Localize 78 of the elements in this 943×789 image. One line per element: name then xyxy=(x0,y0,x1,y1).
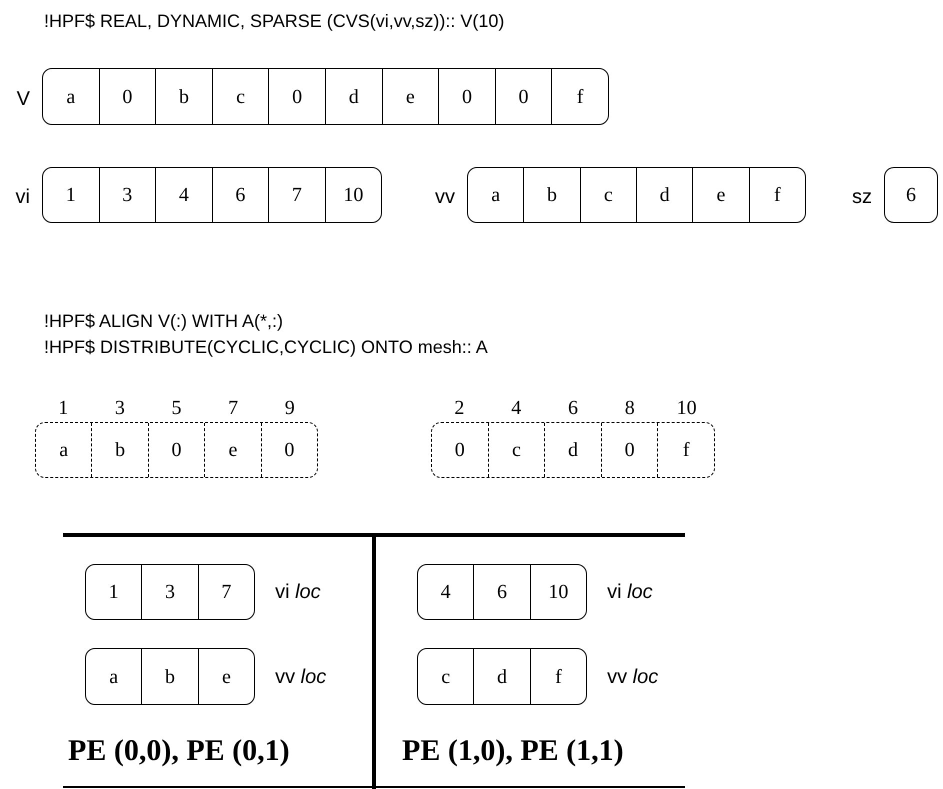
array-element: 4 xyxy=(440,580,452,605)
array-element: e xyxy=(382,69,438,124)
array-element: b xyxy=(155,69,212,124)
array-box xyxy=(42,68,609,125)
dashed-array xyxy=(35,422,318,478)
array-element: 0 xyxy=(148,423,204,477)
array-element: 3 xyxy=(141,565,198,619)
array-element: d xyxy=(324,69,382,124)
array-element: f xyxy=(551,69,608,124)
array-element: 1 xyxy=(108,580,120,605)
processor-label: PE (0,0), PE (0,1) xyxy=(68,736,290,766)
array-element: f xyxy=(748,168,805,222)
array-element: 4 xyxy=(155,168,212,222)
array-element: 10 xyxy=(530,565,586,619)
array-element: e xyxy=(204,423,261,477)
array-element: 0 xyxy=(600,423,658,477)
array-name: vi xyxy=(16,187,30,207)
array-element: 3 xyxy=(98,168,156,222)
array-element: f xyxy=(530,649,586,704)
array-element: 10 xyxy=(324,168,382,222)
array-box xyxy=(42,167,382,223)
array-element: 6 xyxy=(905,183,917,208)
array-element: 7 xyxy=(198,565,254,619)
array-name: vv loc xyxy=(275,666,326,686)
array-element: f xyxy=(657,423,714,477)
array-element: c xyxy=(580,168,636,222)
array-box xyxy=(467,167,806,223)
index-number: 5 xyxy=(170,398,182,418)
array-element: e xyxy=(198,649,254,704)
array-element: 6 xyxy=(473,565,530,619)
array-box xyxy=(417,564,588,620)
index-number: 10 xyxy=(676,398,698,418)
index-number: 1 xyxy=(57,398,70,418)
array-element: b xyxy=(91,423,148,477)
array-element: 6 xyxy=(212,168,268,222)
array-name: vv xyxy=(435,187,455,207)
array-box xyxy=(85,564,256,620)
index-number: 9 xyxy=(284,398,296,418)
array-element: 0 xyxy=(438,69,495,124)
array-element: a xyxy=(58,438,70,463)
array-element: 0 xyxy=(454,438,466,463)
array-box xyxy=(85,648,256,705)
index-number: 4 xyxy=(510,398,522,418)
array-name: vi loc xyxy=(607,582,653,602)
dashed-array xyxy=(431,422,715,478)
directive-text: !HPF$ DISTRIBUTE(CYCLIC,CYCLIC) ONTO mesh:: A xyxy=(44,336,488,359)
array-name: V xyxy=(16,88,30,108)
index-number: 2 xyxy=(453,398,466,418)
directive-text: !HPF$ ALIGN V(:) WITH A(*,:) xyxy=(44,310,284,333)
array-name: vv loc xyxy=(607,666,658,686)
array-box xyxy=(884,167,938,223)
array-element: 0 xyxy=(98,69,156,124)
array-element: b xyxy=(523,168,580,222)
array-name: vi loc xyxy=(275,582,321,602)
index-number: 3 xyxy=(114,398,126,418)
array-element: c xyxy=(440,664,452,690)
array-box xyxy=(417,648,588,705)
array-element: c xyxy=(488,423,544,477)
array-name: sz xyxy=(852,187,872,207)
index-number: 8 xyxy=(624,398,636,418)
array-element: a xyxy=(65,84,76,110)
array-element: b xyxy=(141,649,198,704)
array-element: 0 xyxy=(260,423,318,477)
index-number: 6 xyxy=(566,398,579,418)
directive-text: !HPF$ REAL, DYNAMIC, SPARSE (CVS(vi,vv,sz)):: V(10) xyxy=(44,10,504,33)
array-element: 1 xyxy=(64,183,77,208)
index-number: 7 xyxy=(227,398,240,418)
array-element: a xyxy=(490,183,502,208)
array-element: 0 xyxy=(268,69,325,124)
array-element: d xyxy=(636,168,692,222)
array-element: a xyxy=(108,664,120,690)
array-element: 0 xyxy=(494,69,552,124)
array-element: 7 xyxy=(268,168,325,222)
array-element: c xyxy=(212,69,268,124)
array-element: e xyxy=(692,168,749,222)
processor-label: PE (1,0), PE (1,1) xyxy=(402,736,624,766)
array-element: d xyxy=(544,423,601,477)
array-element: d xyxy=(473,649,530,704)
